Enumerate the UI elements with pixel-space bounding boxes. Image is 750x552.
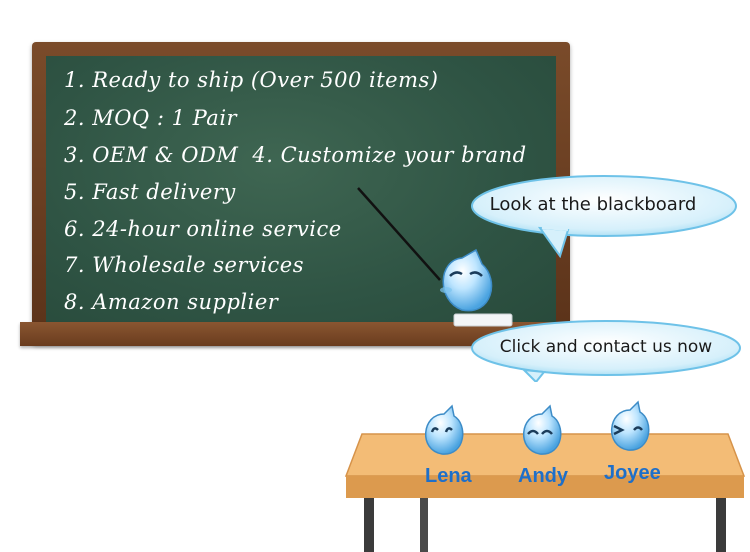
board-line-3-text: 3. OEM & ODM bbox=[64, 143, 239, 167]
board-line-8: 8. Amazon supplier bbox=[64, 290, 279, 314]
board-line-6: 6. 24-hour online service bbox=[64, 217, 342, 241]
look-blackboard-bubble[interactable]: Look at the blackboard bbox=[440, 170, 746, 258]
blackboard-frame bbox=[32, 42, 570, 344]
speech-bubble-icon bbox=[471, 320, 741, 382]
contact-us-text: Click and contact us now bbox=[499, 337, 713, 357]
student-name-andy: Andy bbox=[518, 465, 568, 487]
look-blackboard-text: Look at the blackboard bbox=[489, 194, 697, 215]
speech-bubble-icon bbox=[471, 175, 737, 258]
board-line-5: 5. Fast delivery bbox=[64, 180, 236, 204]
board-line-4-text: 4. Customize your brand bbox=[252, 143, 527, 167]
board-line-1: 1. Ready to ship (Over 500 items) bbox=[64, 68, 439, 92]
student-joyee-icon bbox=[611, 400, 650, 451]
teacher-mascot-icon bbox=[357, 187, 493, 312]
contact-us-bubble[interactable]: Click and contact us now bbox=[466, 318, 746, 382]
student-name-joyee: Joyee bbox=[604, 462, 661, 484]
chalk-eraser-icon bbox=[453, 313, 513, 327]
student-lena-icon bbox=[425, 404, 464, 455]
student-name-lena: Lena bbox=[425, 465, 472, 487]
board-line-2: 2. MOQ : 1 Pair bbox=[64, 106, 238, 130]
student-andy-icon bbox=[523, 404, 562, 455]
board-line-7: 7. Wholesale services bbox=[64, 253, 305, 277]
board-line-3: 3. OEM & ODM 4. Customize your brand bbox=[64, 143, 527, 167]
